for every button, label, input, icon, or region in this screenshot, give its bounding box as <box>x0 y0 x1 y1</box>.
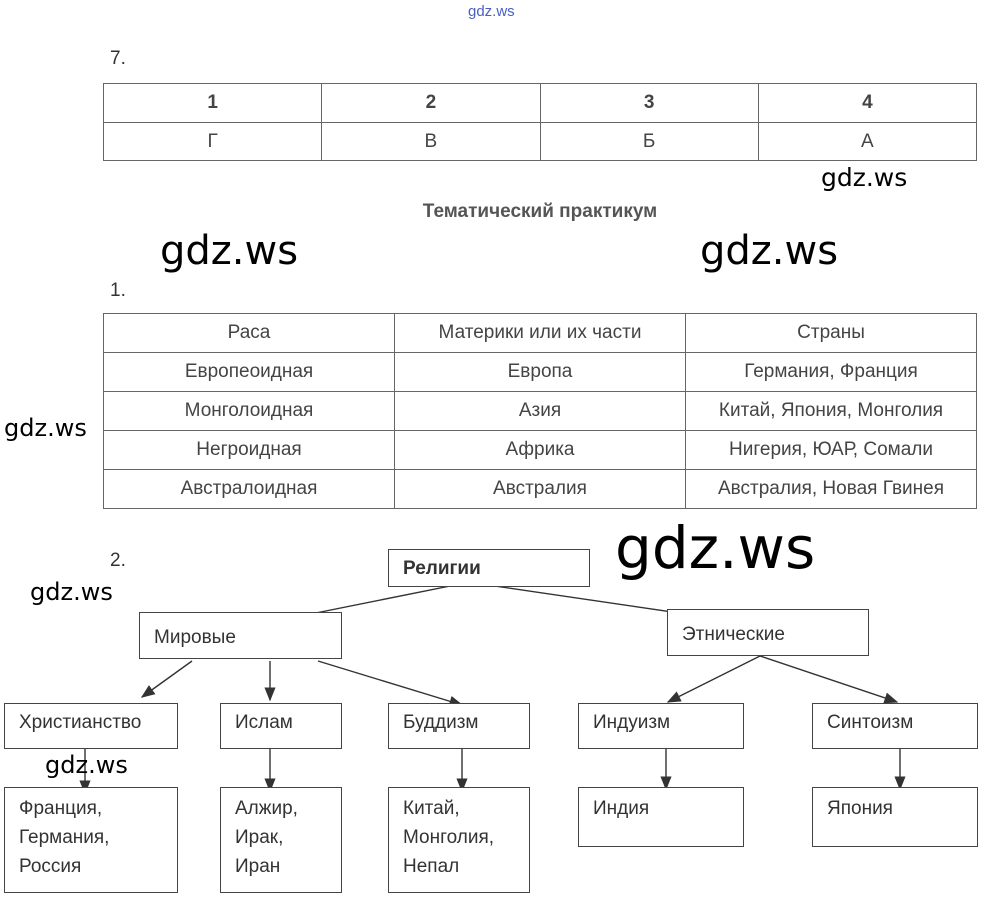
race-table: Раса Материки или их части Страны Европе… <box>103 313 977 509</box>
countries-box: Франция, Германия, Россия <box>4 787 178 893</box>
countries-box: Алжир, Ирак, Иран <box>220 787 342 893</box>
cell: Европеоидная <box>103 352 395 392</box>
header-cell: Страны <box>685 313 977 353</box>
watermark: gdz.ws <box>30 578 113 606</box>
religion-box: Индуизм <box>578 703 744 749</box>
watermark: gdz.ws <box>700 228 839 274</box>
country: Германия, <box>19 827 110 848</box>
table-row: Г В Б А <box>102 122 978 161</box>
country: Алжир, <box>235 798 298 819</box>
countries-box: Китай, Монголия, Непал <box>388 787 530 893</box>
answer-cell: А <box>757 122 978 161</box>
answer-cell: Б <box>539 122 759 161</box>
religion-box: Ислам <box>220 703 342 749</box>
task2-number: 2. <box>110 550 126 571</box>
cell: Австралия <box>394 469 686 509</box>
answer-cell: Г <box>102 122 323 161</box>
cell: Нигерия, ЮАР, Сомали <box>685 430 977 470</box>
cell: Китай, Япония, Монголия <box>685 391 977 431</box>
country: Иран <box>235 856 281 877</box>
table-row: Раса Материки или их части Страны <box>103 313 977 353</box>
religion-box: Христианство <box>4 703 178 749</box>
watermark: gdz.ws <box>160 228 299 274</box>
country: Россия <box>19 856 82 877</box>
country: Франция, <box>19 798 103 819</box>
watermark: gdz.ws <box>821 163 908 192</box>
task7-number: 7. <box>110 48 126 69</box>
header-cell: Материки или их части <box>394 313 686 353</box>
watermark: gdz.ws <box>615 514 816 582</box>
country: Монголия, <box>403 827 495 848</box>
top-watermark: gdz.ws <box>468 3 515 20</box>
countries-box: Индия <box>578 787 744 847</box>
country: Непал <box>403 856 460 877</box>
country: Япония <box>827 798 893 819</box>
cell: Австралия, Новая Гвинея <box>685 469 977 509</box>
countries-box: Япония <box>812 787 978 847</box>
religion-box: Буддизм <box>388 703 530 749</box>
country: Китай, <box>403 798 460 819</box>
religion-box: Синтоизм <box>812 703 978 749</box>
religions-root-box: Религии <box>388 549 590 587</box>
cell: Германия, Франция <box>685 352 977 392</box>
header-cell: 2 <box>321 83 541 123</box>
ethnic-religions-box: Этнические <box>667 609 869 656</box>
country: Ирак, <box>235 827 284 848</box>
cell: Европа <box>394 352 686 392</box>
cell: Австралоидная <box>103 469 395 509</box>
cell: Азия <box>394 391 686 431</box>
answer-cell: В <box>321 122 541 161</box>
header-cell: Раса <box>103 313 395 353</box>
watermark: gdz.ws <box>4 414 87 442</box>
task7-table: 1 2 3 4 Г В Б А <box>102 83 978 161</box>
world-religions-box: Мировые <box>139 612 342 659</box>
task1-number: 1. <box>110 280 126 301</box>
watermark: gdz.ws <box>45 751 128 779</box>
practicum-title: Тематический практикум <box>422 201 658 222</box>
country: Индия <box>593 798 650 819</box>
cell: Монголоидная <box>103 391 395 431</box>
